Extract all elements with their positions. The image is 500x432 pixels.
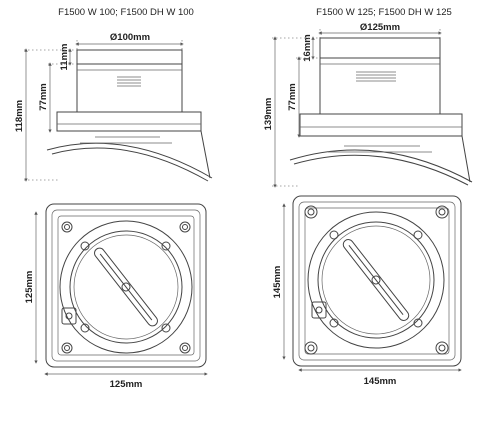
model-125-side-view: Ø125mm 16mm 77mm 139mm — [263, 22, 473, 188]
model-100-plate-width-label: 125mm — [110, 379, 143, 390]
model-100-plate-height-label: 125mm — [24, 271, 35, 304]
model-100-total-height-label: 118mm — [14, 100, 25, 132]
model-125-body-height-label: 77mm — [287, 83, 298, 110]
model-125-front-view: 145mm 145mm — [272, 195, 462, 387]
model-125-collar-height-label: 16mm — [302, 34, 313, 61]
model-100-title: F1500 W 100; F1500 DH W 100 — [58, 7, 194, 18]
model-125-title: F1500 W 125; F1500 DH W 125 — [316, 7, 452, 18]
model-100-side-view: Ø100mm 11mm — [14, 32, 213, 182]
model-125-diameter-label: Ø125mm — [360, 22, 400, 33]
model-100-collar-height-label: 11mm — [59, 44, 70, 71]
model-125-plate-width-label: 145mm — [364, 376, 397, 387]
model-100-front-view: 125mm 125mm — [24, 203, 208, 390]
model-125-total-height-label: 139mm — [263, 98, 274, 131]
model-100-drawing: F1500 W 100; F1500 DH W 100 Ø100mm — [14, 7, 213, 390]
model-100-body-height-label: 77mm — [38, 83, 49, 110]
model-125-drawing: F1500 W 125; F1500 DH W 125 Ø125mm — [263, 7, 473, 387]
model-125-plate-height-label: 145mm — [272, 266, 283, 299]
model-100-diameter-label: Ø100mm — [110, 32, 150, 43]
